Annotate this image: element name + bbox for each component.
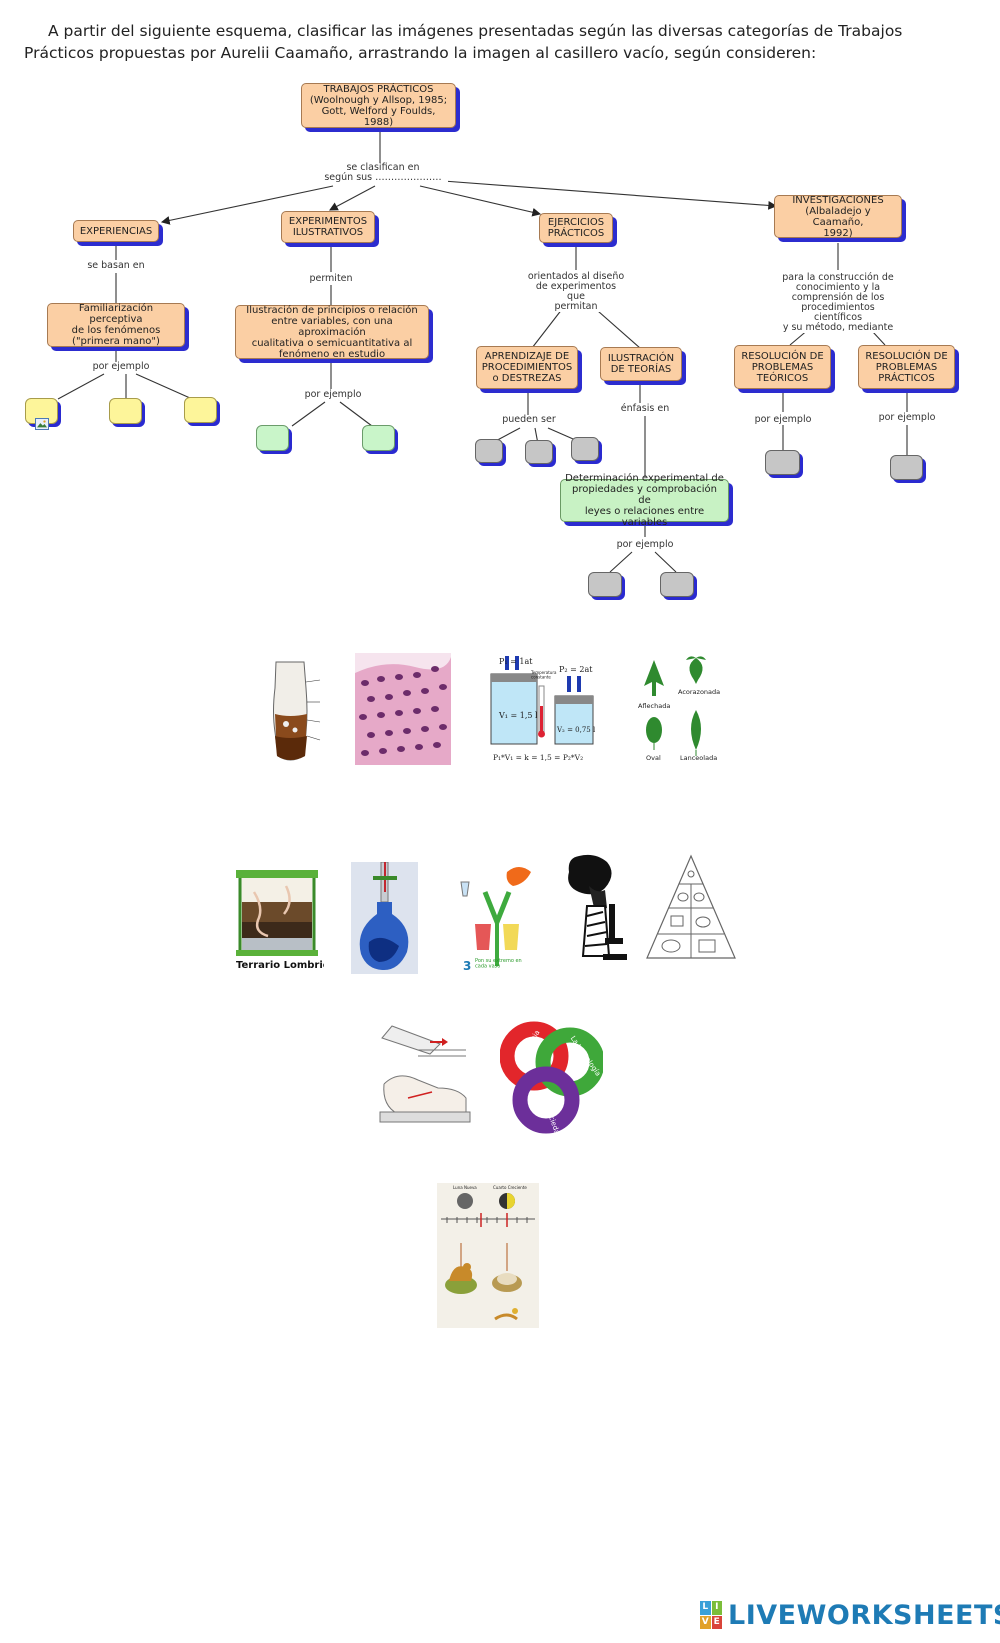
link-ejemplo-practicos: por ejemplo [872,413,942,423]
liveworksheets-mark-icon: L I V E [700,1601,722,1629]
draggable-image-bottle-experiment[interactable] [262,652,324,764]
draggable-image-tissue-micrograph[interactable] [355,653,451,765]
drop-slot-procedimientos-2[interactable] [525,440,553,464]
bottle-icon [273,661,321,761]
link-experimentos: permiten [300,274,362,284]
microscope-icon [565,852,630,963]
link-ejemplo-determinacion: por ejemplo [610,540,680,550]
link-investigaciones: para la construcción de conocimiento y l… [778,273,898,333]
leaves-icon: Aflechada Acorazonada Oval Lanceolada [634,652,726,764]
drop-slot-teorias-1[interactable] [588,572,622,597]
node-label: RESOLUCIÓN DE PROBLEMAS PRÁCTICOS [865,350,948,384]
draggable-image-science-technology-society[interactable]: La ciencia La tecnología La sociedad [500,1018,603,1135]
leaf-aflechada-text: Aflechada [638,702,670,710]
celery-step-number: 3 [463,959,471,973]
node-aprendizaje-procedimientos: APRENDIZAJE DE PROCEDIMIENTOS o DESTREZA… [476,346,578,389]
link-root: se clasifican en según sus ………………… [318,163,448,183]
gas-p2-text: P₂ = 2at [559,665,593,674]
node-label: RESOLUCIÓN DE PROBLEMAS TEÓRICOS [741,350,824,384]
leaf-acorazonada-text: Acorazonada [678,688,720,696]
draggable-image-leaf-shapes[interactable]: Aflechada Acorazonada Oval Lanceolada [634,652,726,764]
link-ejemplo-experiencias: por ejemplo [86,362,156,372]
node-determinacion-experimental: Determinación experimental de propiedade… [560,473,729,528]
drop-slot-experiencias-2[interactable] [109,398,142,424]
node-trabajos-practicos: TRABAJOS PRÁCTICOS (Woolnough y Allsop, … [301,83,456,128]
drop-slot-teorias-2[interactable] [660,572,694,597]
gas-v2-text: V₂ = 0,75 l [556,726,596,734]
node-ilustracion-principios: Ilustración de principios o relación ent… [235,304,429,360]
flask-icon [351,862,418,974]
terrarium-label-text: Terrario Lombrices [236,960,324,971]
link-ejemplo-experimentos: por ejemplo [298,390,368,400]
brand-mark-letter: E [711,1615,722,1629]
node-resolucion-practicos: RESOLUCIÓN DE PROBLEMAS PRÁCTICOS [858,345,955,389]
draggable-image-moon-phases-hen[interactable]: Luna Nueva Cuarto Creciente [437,1183,539,1328]
node-label: Familiarización perceptiva de los fenóme… [71,303,161,347]
link-ejemplo-teoricos: por ejemplo [748,415,818,425]
liveworksheets-wordmark: LIVEWORKSHEETS [728,1599,1000,1631]
node-experimentos-ilustrativos: EXPERIMENTOS ILUSTRATIVOS [281,211,375,243]
concept-map-lines [57,132,908,573]
moon-new-text: Luna Nueva [453,1185,477,1190]
node-ejercicios-practicos: EJERCICIOS PRÁCTICOS [539,213,613,243]
draggable-image-scientist-microscope[interactable] [565,852,630,963]
draggable-image-worm-terrarium[interactable]: Terrario Lombrices [234,862,324,972]
leaf-oval-text: Oval [646,754,661,762]
link-ejercicios: orientados al diseño de experimentos que… [526,271,626,312]
node-investigaciones: INVESTIGACIONES (Albaladejo y Caamaño, 1… [774,194,902,239]
instructions-text: A partir del siguiente esquema, clasific… [24,22,903,62]
node-label: EXPERIMENTOS ILUSTRATIVOS [288,216,368,238]
food-pyramid-icon [645,852,738,963]
draggable-image-food-pyramid[interactable] [645,852,738,963]
drop-slot-procedimientos-1[interactable] [475,439,503,463]
leaf-lanceolada-text: Lanceolada [680,754,717,762]
drop-slot-resolucion-practicos[interactable] [890,455,923,480]
node-label: EJERCICIOS PRÁCTICOS [547,217,605,239]
node-label: INVESTIGACIONES (Albaladejo y Caamaño, 1… [792,194,884,239]
brand-mark-letter: V [700,1615,711,1629]
node-label: EXPERIENCIAS [79,225,153,237]
node-label: APRENDIZAJE DE PROCEDIMIENTOS o DESTREZA… [481,351,573,384]
node-experiencias: EXPERIENCIAS [73,220,159,242]
node-label: ILUSTRACIÓN DE TEORÍAS [607,353,675,375]
drop-slot-procedimientos-3[interactable] [571,437,599,461]
moon-crescent-text: Cuarto Creciente [493,1185,527,1190]
venn-rings-icon: La ciencia La tecnología La sociedad [500,1018,603,1135]
link-enfasis-en: énfasis en [615,404,675,414]
gas-formula-text: P₁*V₁ = k = 1,5 = P₂*V₂ [493,753,583,762]
gas-p1-text: P₁ = 1at [499,657,533,666]
draggable-image-flask-blue[interactable] [351,862,418,974]
cells-icon [355,653,451,765]
brand-mark-letter: I [711,1601,722,1615]
brand-mark-letter: L [700,1601,711,1615]
link-pueden-ser: pueden ser [498,415,560,425]
gas-v1-text: V₁ = 1,5 l [498,711,538,720]
node-resolucion-teoricos: RESOLUCIÓN DE PROBLEMAS TEÓRICOS [734,345,831,389]
node-familiarizacion: Familiarización perceptiva de los fenóme… [47,303,185,347]
node-label: TRABAJOS PRÁCTICOS (Woolnough y Allsop, … [309,83,448,128]
terrarium-icon: Terrario Lombrices [236,870,324,971]
link-experiencias: se basan en [80,261,152,271]
drop-slot-resolucion-teoricos[interactable] [765,450,800,475]
drop-slot-experimentos-2[interactable] [362,425,395,451]
drop-slot-experiencias-3[interactable] [184,397,217,423]
broken-image-icon [35,418,49,430]
slide-preparation-icon [378,1018,472,1134]
node-ilustracion-teorias: ILUSTRACIÓN DE TEORÍAS [600,347,682,381]
draggable-image-glass-slide-hands[interactable] [378,1018,472,1134]
node-label: Ilustración de principios o relación ent… [246,304,418,360]
moon-hen-icon: Luna Nueva Cuarto Creciente [437,1183,539,1328]
node-label: Determinación experimental de propiedade… [565,473,724,528]
drop-slot-experimentos-1[interactable] [256,425,289,451]
liveworksheets-logo[interactable]: L I V E LIVEWORKSHEETS [700,1598,1000,1632]
